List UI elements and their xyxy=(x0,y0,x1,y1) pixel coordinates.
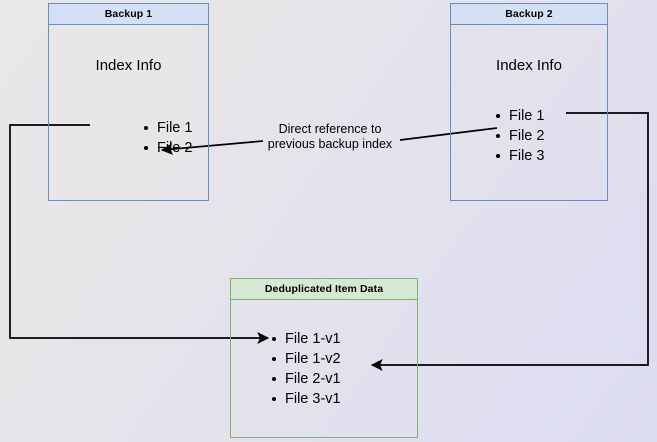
node-backup-1-body: Index Info File 1 File 2 xyxy=(49,25,208,200)
node-backup-1-file-list: File 1 File 2 xyxy=(143,118,192,158)
list-item: File 1 xyxy=(143,118,192,138)
list-item: File 1-v2 xyxy=(271,349,341,369)
list-item: File 1 xyxy=(495,106,544,126)
node-deduplicated-title: Deduplicated Item Data xyxy=(231,279,417,300)
node-backup-2[interactable]: Backup 2 Index Info File 1 File 2 File 3 xyxy=(450,3,608,201)
node-backup-1[interactable]: Backup 1 Index Info File 1 File 2 xyxy=(48,3,209,201)
node-deduplicated-item-data[interactable]: Deduplicated Item Data File 1-v1 File 1-… xyxy=(230,278,418,438)
list-item: File 2 xyxy=(143,138,192,158)
node-backup-2-title: Backup 2 xyxy=(451,4,607,25)
node-backup-2-subtitle: Index Info xyxy=(496,57,562,74)
node-backup-1-title: Backup 1 xyxy=(49,4,208,25)
node-backup-2-file-list: File 1 File 2 File 3 xyxy=(495,106,544,166)
list-item: File 3-v1 xyxy=(271,389,341,409)
list-item: File 3 xyxy=(495,146,544,166)
list-item: File 2-v1 xyxy=(271,369,341,389)
list-item: File 2 xyxy=(495,126,544,146)
node-backup-1-subtitle: Index Info xyxy=(95,57,162,74)
node-deduplicated-body: File 1-v1 File 1-v2 File 2-v1 File 3-v1 xyxy=(231,300,417,437)
node-backup-2-body: Index Info File 1 File 2 File 3 xyxy=(451,25,607,200)
list-item: File 1-v1 xyxy=(271,329,341,349)
edge-label-direct-reference: Direct reference to previous backup inde… xyxy=(267,122,393,151)
node-deduplicated-file-list: File 1-v1 File 1-v2 File 2-v1 File 3-v1 xyxy=(271,329,341,409)
